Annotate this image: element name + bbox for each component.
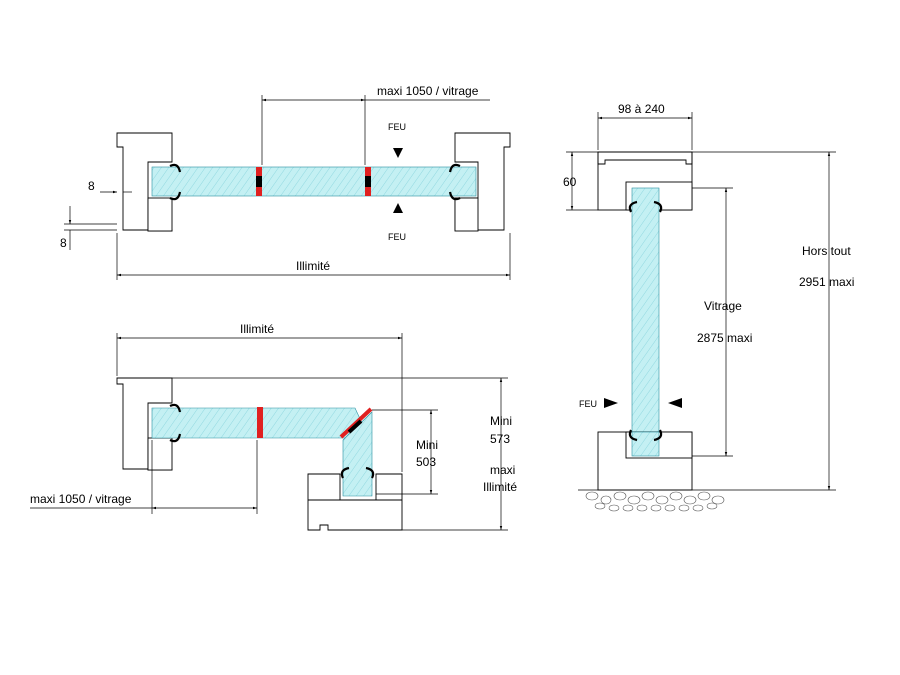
gasket-icon xyxy=(340,466,350,479)
arrow-left-icon xyxy=(668,398,682,408)
right-glass-bottom xyxy=(631,431,660,457)
top-left-stop xyxy=(147,197,173,232)
mid-maxi-ill-l2: Illimité xyxy=(483,480,517,494)
gasket-icon xyxy=(628,200,638,213)
gasket-icon xyxy=(169,433,182,443)
top-feu-lower-label: FEU xyxy=(388,232,406,242)
top-feu-upper-label: FEU xyxy=(388,122,406,132)
right-60-label: 60 xyxy=(563,175,577,189)
right-feu-label: FEU xyxy=(579,399,597,409)
right-glass-panel xyxy=(631,187,660,457)
arrow-up-icon xyxy=(393,203,403,213)
gasket-icon xyxy=(169,191,182,201)
right-2875-label: 2875 maxi xyxy=(697,331,752,345)
top-joint-1-core xyxy=(256,176,262,187)
right-section-drawing: 98 à 240 60 Vitrage 2875 maxi Hors tout … xyxy=(563,102,854,512)
mid-maxi-label: maxi 1050 / vitrage xyxy=(30,492,132,506)
mid-mini-573-l2: 573 xyxy=(490,432,510,446)
mid-maxi-ill-l1: maxi xyxy=(490,463,515,477)
gasket-icon xyxy=(448,191,461,201)
top-maxi-label: maxi 1050 / vitrage xyxy=(377,84,479,98)
gasket-icon xyxy=(653,200,663,213)
arrow-right-icon xyxy=(604,398,618,408)
top-illimite-label: Illimité xyxy=(296,259,330,273)
top-dim-8-h: 8 xyxy=(88,179,95,193)
gasket-icon xyxy=(169,403,182,413)
mid-mini-503-l2: 503 xyxy=(416,455,436,469)
right-vitrage-label: Vitrage xyxy=(704,299,742,313)
mid-corner-joint-core xyxy=(347,419,363,434)
gasket-icon xyxy=(653,429,663,442)
gasket-icon xyxy=(169,163,182,173)
mid-left-stop xyxy=(147,437,173,471)
mid-joint-1 xyxy=(257,407,263,438)
top-glass-panel xyxy=(151,166,477,197)
mid-illimite-label: Illimité xyxy=(240,322,274,336)
gasket-icon xyxy=(628,429,638,442)
top-joint-2-core xyxy=(365,176,371,187)
middle-section-drawing: Illimité maxi 1050 / vitrage Mini 503 Mi… xyxy=(30,322,517,531)
mid-mini-573-l1: Mini xyxy=(490,414,512,428)
right-2951-label: 2951 maxi xyxy=(799,275,854,289)
arrow-down-icon xyxy=(393,148,403,158)
right-head-frame xyxy=(597,151,693,165)
gasket-icon xyxy=(365,466,375,479)
mid-mini-503-l1: Mini xyxy=(416,438,438,452)
top-section-drawing: maxi 1050 / vitrage FEU FEU 8 8 Illimité xyxy=(60,84,511,280)
gasket-icon xyxy=(448,163,461,173)
top-dim-8-v: 8 xyxy=(60,236,67,250)
top-right-stop xyxy=(454,197,479,232)
right-98-240-label: 98 à 240 xyxy=(618,102,665,116)
right-hors-tout-label: Hors tout xyxy=(802,244,851,258)
gravel-icon xyxy=(585,491,725,512)
